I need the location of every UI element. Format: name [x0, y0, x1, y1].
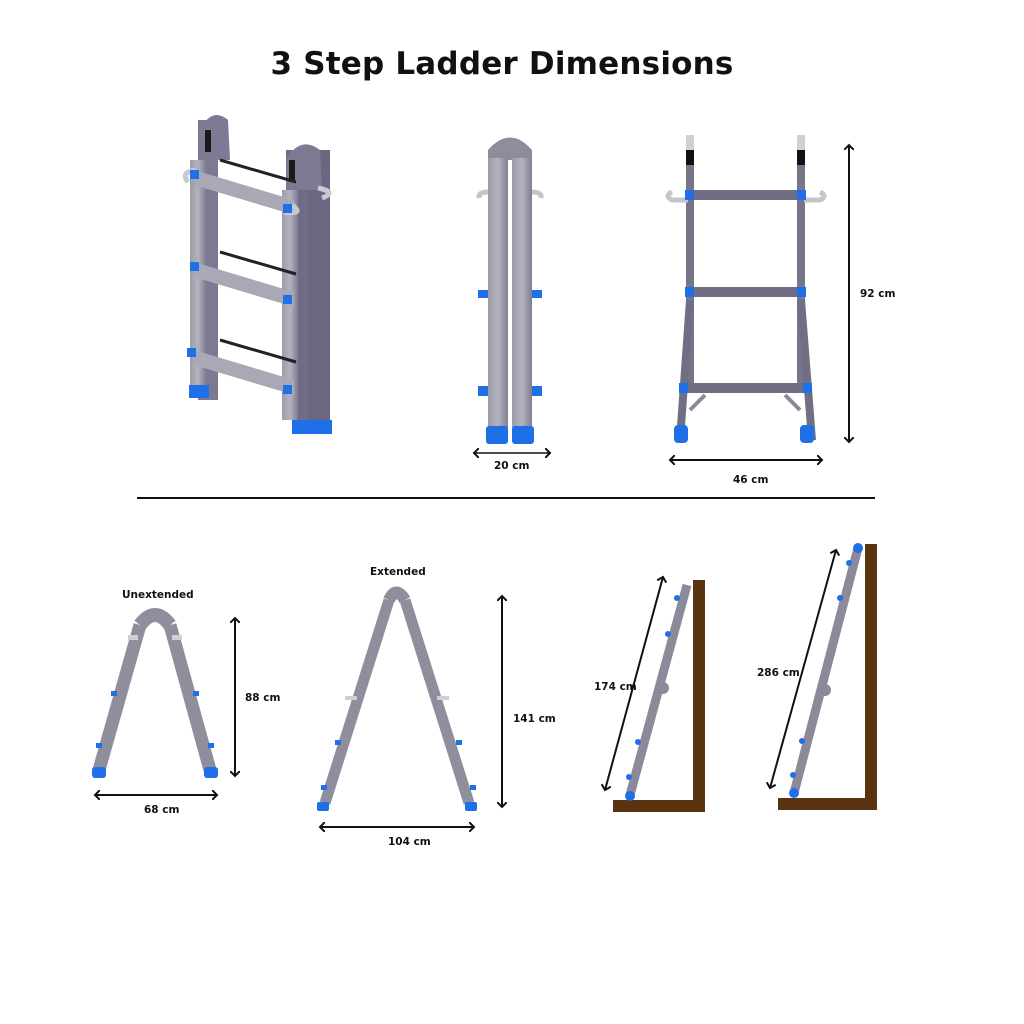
dimension-label-20cm: 20 cm	[494, 460, 530, 472]
isometric-ladder-illustration	[182, 115, 332, 434]
dimension-label-92cm: 92 cm	[860, 288, 896, 300]
caption-unextended: Unextended	[122, 589, 194, 601]
side-folded-ladder-illustration	[476, 137, 544, 444]
front-ladder-illustration	[665, 135, 827, 443]
page-title: 3 Step Ladder Dimensions	[270, 46, 734, 82]
floor	[778, 798, 877, 810]
extended-ladder-illustration	[317, 586, 477, 811]
caption-extended: Extended	[370, 566, 426, 578]
dimension-label-174cm: 174 cm	[594, 681, 637, 693]
length-arrow-174cm	[605, 577, 663, 790]
section-divider	[137, 497, 875, 499]
leaning-ladder-174-illustration	[613, 580, 705, 812]
wall	[693, 580, 705, 812]
dimension-label-46cm: 46 cm	[733, 474, 769, 486]
dimension-label-88cm: 88 cm	[245, 692, 281, 704]
dimension-label-104cm: 104 cm	[388, 836, 431, 848]
dimension-label-141cm: 141 cm	[513, 713, 556, 725]
dimension-label-68cm: 68 cm	[144, 804, 180, 816]
unextended-ladder-illustration	[92, 608, 218, 778]
length-arrow-286cm	[770, 550, 836, 788]
wall	[865, 544, 877, 810]
floor	[613, 800, 705, 812]
dimension-label-286cm: 286 cm	[757, 667, 800, 679]
